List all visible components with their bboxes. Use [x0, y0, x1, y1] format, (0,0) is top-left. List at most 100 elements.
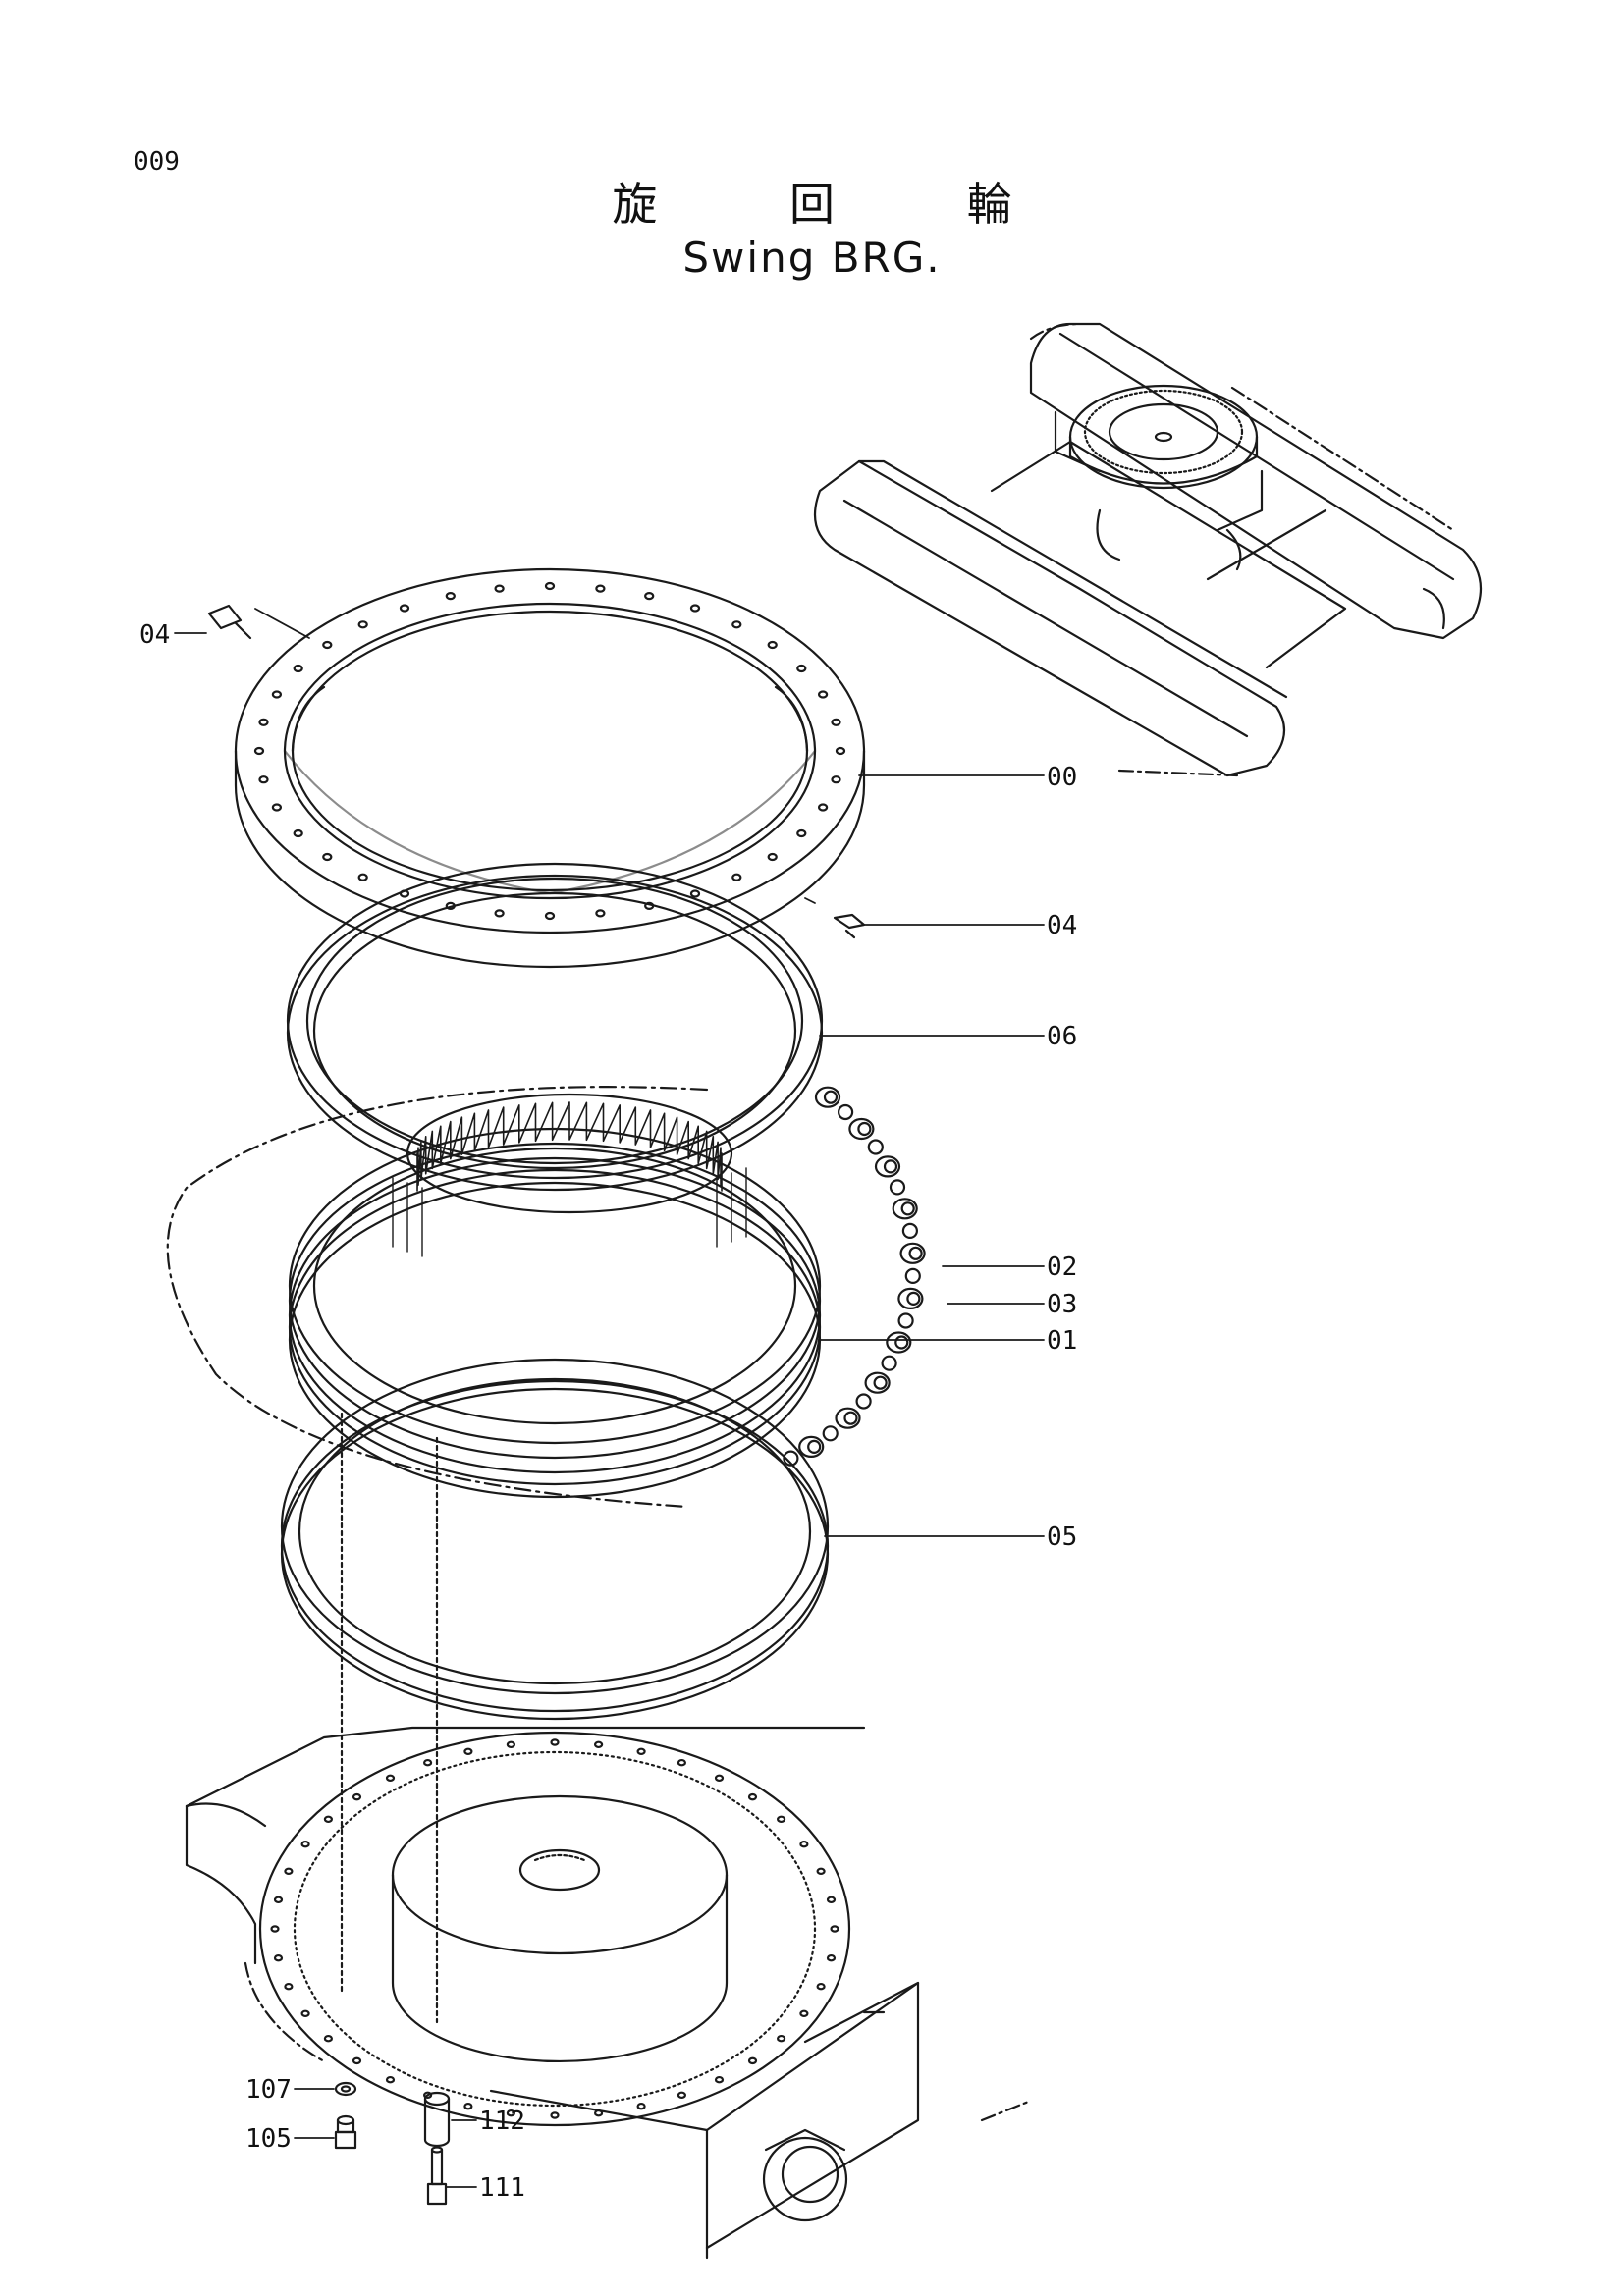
bolt-hole	[544, 581, 556, 591]
bolt-hole	[767, 852, 778, 862]
bolt-hole	[799, 2009, 809, 2018]
title-japanese: 旋 回 輪	[612, 178, 1071, 231]
part-05-lower-seal	[280, 1358, 830, 1721]
undercarriage-inset-illustration	[813, 322, 1483, 777]
bolt-hole	[273, 1953, 284, 1962]
callout-02: 02	[1047, 1253, 1077, 1282]
bolt-hole	[636, 1747, 646, 1756]
spacer-bore	[900, 1201, 915, 1216]
bolt-hole	[352, 2056, 362, 2065]
bolt-hole	[258, 775, 269, 784]
bolt-hole	[550, 2111, 560, 2119]
bolt-hole	[385, 2075, 396, 2084]
ball	[783, 1450, 799, 1467]
spacer-bore	[807, 1439, 822, 1455]
base-bolt-holes	[270, 1738, 839, 2119]
bolt-hole	[445, 591, 456, 601]
bolt-hole	[816, 1867, 826, 1876]
bolt-hole	[776, 2034, 786, 2043]
bolt-hole	[357, 873, 368, 881]
callout-105: 105	[245, 2124, 292, 2154]
ball	[901, 1222, 919, 1240]
ball	[904, 1267, 921, 1285]
bolt-hole	[270, 1925, 280, 1933]
spacer	[892, 1198, 918, 1220]
callout-03: 03	[1047, 1290, 1077, 1319]
spacer	[864, 1371, 891, 1394]
bolt-hole	[831, 718, 841, 726]
part-00-bolt-holes	[253, 581, 846, 921]
callout-107: 107	[245, 2075, 292, 2105]
leader-lines	[174, 608, 1045, 2188]
ball	[881, 1355, 897, 1371]
spacer-bore	[908, 1246, 923, 1260]
spacer-bore	[857, 1121, 872, 1137]
bolt-hole	[423, 2091, 433, 2100]
bolt-hole	[767, 640, 778, 650]
bolt-hole	[357, 620, 368, 629]
bolt-hole	[826, 1896, 837, 1904]
bolt-hole	[714, 2075, 725, 2084]
bolt-hole	[776, 1815, 786, 1824]
bolt-hole	[799, 1840, 809, 1848]
bolt-hole	[463, 2102, 473, 2110]
bolt-hole	[399, 604, 410, 613]
part-105-bolt	[334, 2114, 357, 2150]
part-107-washer	[334, 2081, 357, 2097]
bolt-hole	[273, 1896, 284, 1904]
bolt-hole	[506, 1740, 516, 1749]
part-00-outer-race-ring	[234, 567, 866, 969]
bolt-hole	[689, 604, 701, 613]
part-04-grease-fitting-left	[207, 604, 252, 640]
bolt-hole	[385, 1774, 396, 1783]
bolt-hole	[796, 664, 807, 673]
bolt-hole	[677, 2091, 687, 2100]
title-english: Swing BRG.	[682, 234, 942, 282]
spacer-bore	[873, 1375, 888, 1390]
bolt-hole	[284, 1867, 294, 1876]
spacer	[835, 1407, 861, 1429]
bolt-hole	[494, 909, 505, 918]
bolt-hole	[593, 1740, 604, 1749]
bolt-hole	[714, 1774, 725, 1783]
ball	[837, 1103, 854, 1121]
bolt-hole	[831, 775, 841, 784]
bolt-hole	[506, 2109, 516, 2117]
bolt-hole	[689, 889, 701, 898]
bolt-hole	[423, 1758, 433, 1767]
spacer-bore	[883, 1159, 898, 1174]
mounting-outline	[166, 1086, 709, 1509]
bolt-hole	[494, 584, 505, 593]
bolt-hole	[644, 591, 655, 601]
spacer	[848, 1117, 875, 1141]
swing-frame-base	[185, 1726, 1033, 2260]
bolt-hole	[293, 664, 303, 673]
part-02-03-balls-spacers	[783, 1086, 926, 1467]
part-04-grease-fitting-right	[833, 913, 866, 939]
part-06-seal-ring	[286, 862, 824, 1192]
ball	[889, 1179, 906, 1196]
bolt-hole	[677, 1758, 687, 1767]
bolt-hole	[323, 2034, 333, 2043]
bolt-hole	[544, 911, 556, 921]
bolt-hole	[835, 746, 846, 756]
callout-06: 06	[1047, 1022, 1077, 1051]
bolt-hole	[293, 828, 303, 838]
callout-01: 01	[1047, 1326, 1077, 1356]
callout-00: 00	[1047, 763, 1077, 792]
bolt-hole	[284, 1982, 294, 1991]
spacer-bore	[894, 1335, 909, 1350]
spacer	[798, 1435, 825, 1459]
part-111-bolt	[426, 2146, 448, 2206]
bolt-hole	[463, 1747, 473, 1756]
bolt-hole	[271, 690, 282, 699]
part-112-bushing	[423, 2091, 451, 2148]
callout-labels: 04 00 04 06 02 03 01 05 107 105 112 111	[139, 620, 1077, 2203]
bolt-hole	[830, 1925, 839, 1933]
page-number: 009	[134, 147, 180, 177]
callout-111: 111	[479, 2173, 525, 2203]
bolt-hole	[595, 584, 606, 593]
bolt-hole	[352, 1792, 362, 1801]
ball	[897, 1312, 914, 1329]
